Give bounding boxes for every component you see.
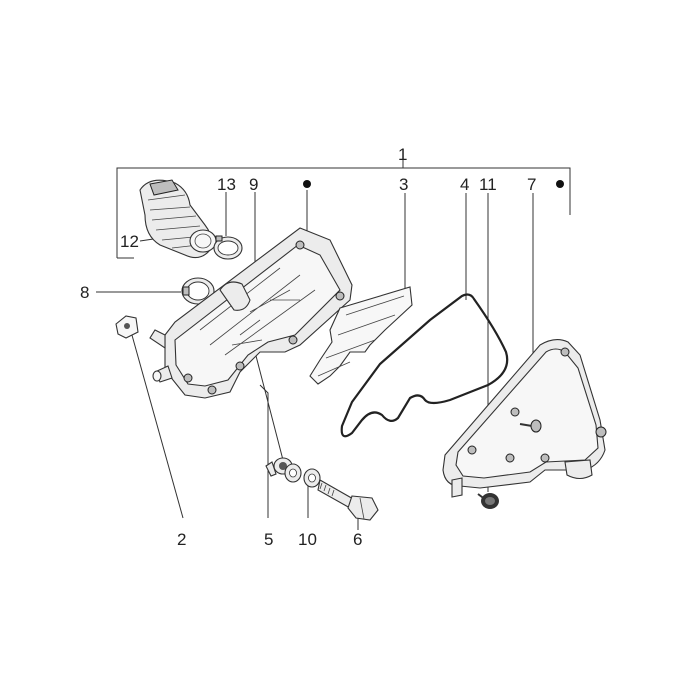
- part-12-intake-hose: [139, 179, 217, 259]
- part-5-washer: [284, 463, 302, 483]
- callout-6: 6: [353, 530, 362, 549]
- part-11-knob-screw: [477, 493, 499, 509]
- callout-8: 8: [80, 283, 89, 302]
- part-4-gasket: [340, 293, 509, 438]
- callout-5: 5: [264, 530, 273, 549]
- callout-labels: 1 13 9 3 4 11 7 12 8 2 5 10 6: [80, 145, 536, 549]
- bullet-marker-left: [303, 180, 311, 188]
- callout-2: 2: [177, 530, 186, 549]
- callout-9: 9: [249, 175, 258, 194]
- callout-11: 11: [479, 175, 497, 194]
- bracket-part-1: [116, 167, 571, 258]
- callout-10: 10: [298, 530, 317, 549]
- airbox-housing: [149, 227, 353, 399]
- airbox-cover: [442, 339, 607, 498]
- callout-4: 4: [460, 175, 469, 194]
- leader-5: [259, 384, 269, 518]
- callout-7: 7: [527, 175, 536, 194]
- bullet-marker-right: [556, 180, 564, 188]
- part-8-hose-clamp: [181, 277, 215, 305]
- leader-2: [129, 327, 184, 519]
- callout-1: 1: [398, 145, 407, 164]
- callout-13: 13: [217, 175, 236, 194]
- part-13-hose-clamp: [213, 235, 243, 260]
- part-10-washer: [303, 468, 321, 488]
- part-7-screw: [519, 419, 542, 433]
- callout-3: 3: [399, 175, 408, 194]
- callout-12: 12: [120, 232, 139, 251]
- part-2-bracket: [115, 315, 139, 339]
- part-3-filter-element: [309, 286, 413, 385]
- part-6-bolt: [317, 479, 379, 521]
